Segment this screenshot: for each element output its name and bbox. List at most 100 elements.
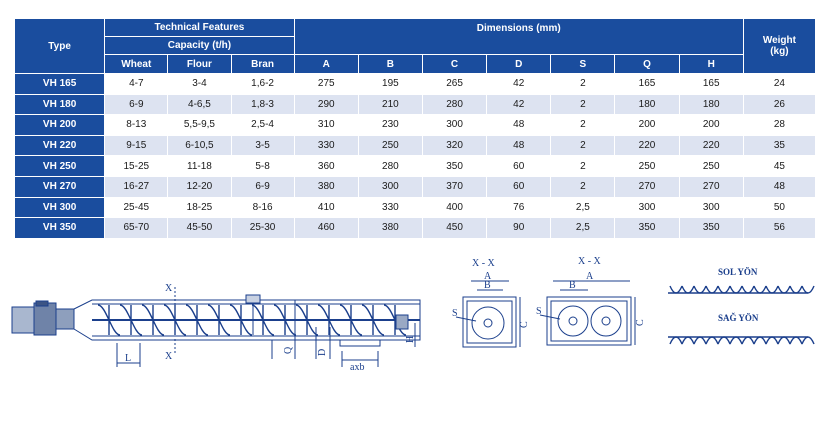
cell-c: 350: [421, 155, 488, 177]
cell-s: 2: [550, 134, 616, 157]
cell-d: 90: [486, 217, 552, 239]
label-h: H: [405, 336, 416, 343]
row-type: VH 180: [13, 93, 106, 116]
cell-weight: 48: [742, 175, 817, 198]
cell-h: 350: [678, 217, 744, 239]
section1-b: B: [484, 280, 491, 291]
row-type: VH 200: [13, 114, 106, 136]
header-wheat: Wheat: [104, 54, 169, 74]
cell-b: 380: [357, 217, 423, 239]
cell-b: 280: [357, 155, 423, 177]
header-dim-h: H: [678, 54, 744, 74]
cell-h: 220: [678, 134, 744, 157]
cell-flour: 3-4: [167, 73, 232, 95]
cell-h: 165: [678, 73, 744, 95]
header-flour: Flour: [167, 54, 232, 74]
cell-bran: 3-5: [230, 134, 295, 157]
cell-a: 310: [293, 114, 359, 136]
header-dim-a: A: [293, 54, 359, 74]
cell-b: 300: [357, 175, 423, 198]
cell-q: 220: [614, 134, 680, 157]
cell-weight: 26: [742, 93, 817, 116]
side-view-drawing: [11, 287, 421, 367]
cell-wheat: 16-27: [104, 175, 169, 198]
cell-bran: 6-9: [230, 175, 295, 198]
technical-table: Type Technical Features Dimensions (mm) …: [13, 18, 817, 239]
cell-wheat: 15-25: [104, 155, 169, 177]
cell-wheat: 6-9: [104, 93, 169, 116]
section2-title: X - X: [578, 256, 602, 267]
cell-wheat: 9-15: [104, 134, 169, 157]
section2-c: C: [635, 319, 646, 326]
cell-d: 60: [486, 175, 552, 198]
cell-bran: 8-16: [230, 196, 295, 219]
cell-c: 400: [421, 196, 488, 219]
header-type: Type: [13, 18, 106, 74]
cell-h: 250: [678, 155, 744, 177]
header-dim-b: B: [357, 54, 423, 74]
header-weight: Weight (kg): [742, 18, 817, 74]
cell-flour: 11-18: [167, 155, 232, 177]
label-l: L: [125, 353, 131, 364]
cell-weight: 50: [742, 196, 817, 219]
section-single-drawing: [455, 280, 521, 348]
row-type: VH 350: [13, 217, 106, 239]
cell-flour: 6-10,5: [167, 134, 232, 157]
section1-c: C: [519, 321, 530, 328]
cell-bran: 2,5-4: [230, 114, 295, 136]
section-double-drawing: [539, 280, 636, 346]
cell-a: 460: [293, 217, 359, 239]
row-type: VH 220: [13, 134, 106, 157]
cell-weight: 28: [742, 114, 817, 136]
cell-flour: 18-25: [167, 196, 232, 219]
header-technical-features: Technical Features: [104, 18, 295, 37]
cell-weight: 45: [742, 155, 817, 177]
cell-weight: 24: [742, 73, 817, 95]
cell-flour: 5,5-9,5: [167, 114, 232, 136]
cell-b: 250: [357, 134, 423, 157]
screw-left-icon: [668, 285, 815, 294]
cell-d: 60: [486, 155, 552, 177]
cell-a: 290: [293, 93, 359, 116]
cell-c: 280: [421, 93, 488, 116]
row-type: VH 165: [13, 73, 106, 95]
cell-wheat: 25-45: [104, 196, 169, 219]
cell-c: 300: [421, 114, 488, 136]
cell-b: 210: [357, 93, 423, 116]
cell-h: 270: [678, 175, 744, 198]
cell-h: 180: [678, 93, 744, 116]
header-dim-d: D: [486, 54, 552, 74]
cell-weight: 35: [742, 134, 817, 157]
cell-q: 350: [614, 217, 680, 239]
cell-h: 200: [678, 114, 744, 136]
cell-s: 2: [550, 114, 616, 136]
cell-a: 275: [293, 73, 359, 95]
label-d: D: [317, 349, 328, 356]
cell-s: 2: [550, 155, 616, 177]
cell-s: 2: [550, 93, 616, 116]
header-dim-s: S: [550, 54, 616, 74]
header-capacity: Capacity (t/h): [104, 36, 295, 55]
section2-b: B: [569, 280, 576, 291]
cell-bran: 25-30: [230, 217, 295, 239]
cell-h: 300: [678, 196, 744, 219]
cell-d: 48: [486, 134, 552, 157]
cell-c: 370: [421, 175, 488, 198]
cell-q: 250: [614, 155, 680, 177]
cell-b: 330: [357, 196, 423, 219]
cell-flour: 12-20: [167, 175, 232, 198]
cell-flour: 4-6,5: [167, 93, 232, 116]
cell-q: 270: [614, 175, 680, 198]
cell-a: 380: [293, 175, 359, 198]
cell-c: 265: [421, 73, 488, 95]
row-type: VH 250: [13, 155, 106, 177]
section2-a: A: [586, 271, 594, 282]
label-q: Q: [283, 346, 294, 354]
cell-s: 2: [550, 73, 616, 95]
cell-q: 200: [614, 114, 680, 136]
motor-icon: [11, 306, 35, 334]
cell-s: 2: [550, 175, 616, 198]
